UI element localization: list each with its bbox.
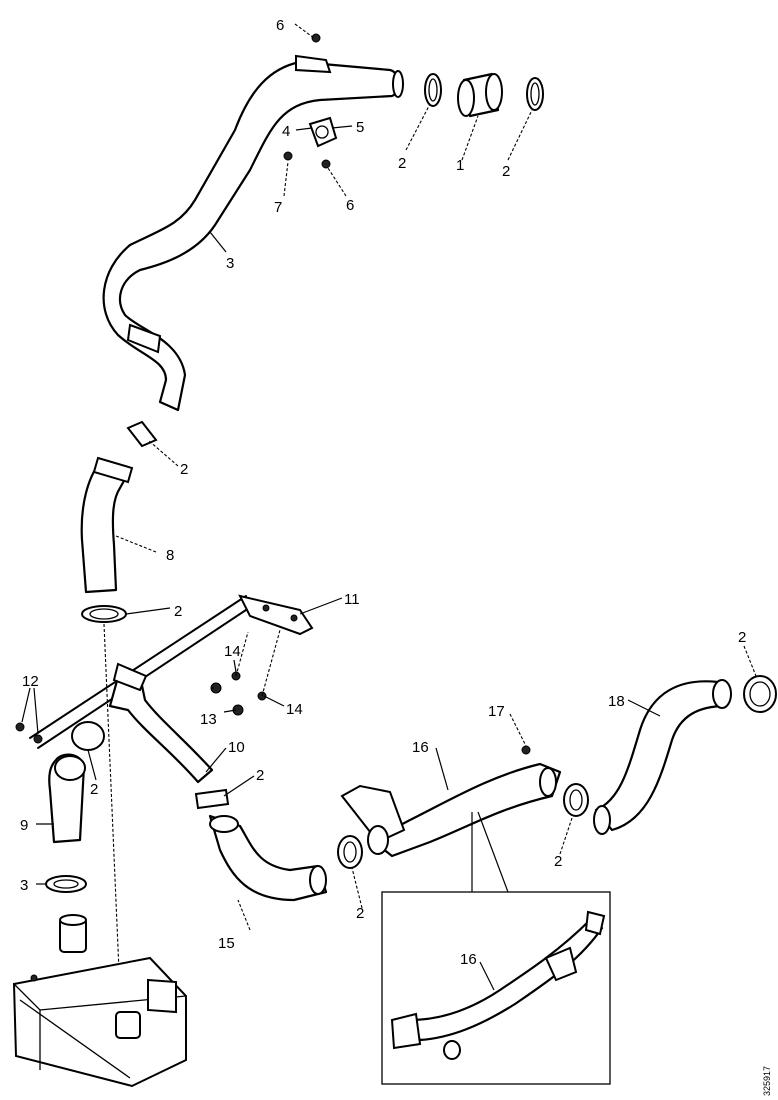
hose-clamp-top-left (424, 73, 442, 107)
callout-2-near-12: 2 (90, 781, 98, 798)
coolant-pipe-11 (29, 594, 314, 749)
bolt-7 (283, 151, 293, 161)
coolant-pipe-16 (340, 745, 562, 858)
callout-2-under-10: 2 (256, 767, 264, 784)
clamp-18-end (743, 675, 777, 713)
callout-9: 9 (20, 817, 28, 834)
bolts-12 (15, 722, 43, 744)
oil-cooler (12, 914, 187, 1088)
bolts-13-14 (210, 629, 281, 716)
hose-clamp-under-8 (81, 605, 127, 623)
hose-18 (593, 679, 732, 835)
bolt-6-top (311, 33, 321, 43)
clamp-near-12 (71, 721, 105, 751)
pipe-connector (126, 420, 158, 448)
clamp-16-18 (563, 783, 589, 817)
coolant-pipe-10 (108, 662, 214, 784)
callout-6-lower: 6 (346, 197, 354, 214)
callout-2-under-8: 2 (174, 603, 182, 620)
callout-6-top: 6 (276, 17, 284, 34)
callout-2-pipe-16: 2 (554, 853, 562, 870)
clamp-under-10 (194, 788, 230, 810)
callout-10: 10 (228, 739, 245, 756)
hose-clamp-top-right (526, 77, 544, 111)
detail-inset (381, 811, 611, 1085)
callout-1: 1 (456, 157, 464, 174)
bolt-6-lower (321, 159, 331, 169)
callout-7: 7 (274, 199, 282, 216)
callout-2-connector: 2 (180, 461, 188, 478)
callout-16-inset: 16 (460, 951, 477, 968)
callout-2-hose-15: 2 (356, 905, 364, 922)
hose-coupler (457, 72, 503, 118)
callout-3-upper: 3 (226, 255, 234, 272)
callout-2-top-right: 2 (502, 163, 510, 180)
upper-coolant-pipe (102, 54, 404, 412)
callout-4: 4 (282, 123, 290, 140)
callout-8: 8 (166, 547, 174, 564)
callout-17: 17 (488, 703, 505, 720)
callout-16: 16 (412, 739, 429, 756)
callout-numbers: 6 2 1 2 4 5 7 6 3 2 8 2 11 12 14 13 14 2… (20, 17, 746, 968)
callout-15: 15 (218, 935, 235, 952)
callout-2-end: 2 (738, 629, 746, 646)
callout-2-top-left: 2 (398, 155, 406, 172)
callout-14-lower: 14 (286, 701, 303, 718)
clamp-under-9 (45, 875, 87, 893)
callout-11: 11 (344, 591, 360, 608)
clamp-15-16 (337, 835, 363, 869)
callout-leaders (21, 23, 757, 991)
pipe-bracket (308, 116, 338, 148)
callout-14-upper: 14 (224, 643, 241, 660)
reference-code: 325917 (762, 1066, 772, 1096)
alignment-line (103, 623, 121, 995)
callout-18: 18 (608, 693, 625, 710)
hose-9 (48, 753, 86, 844)
hose-15 (208, 814, 328, 902)
callout-12: 12 (22, 673, 39, 690)
callout-3-lower: 3 (20, 877, 28, 894)
callout-13: 13 (200, 711, 217, 728)
callout-5: 5 (356, 119, 364, 136)
hose-8 (80, 456, 134, 594)
